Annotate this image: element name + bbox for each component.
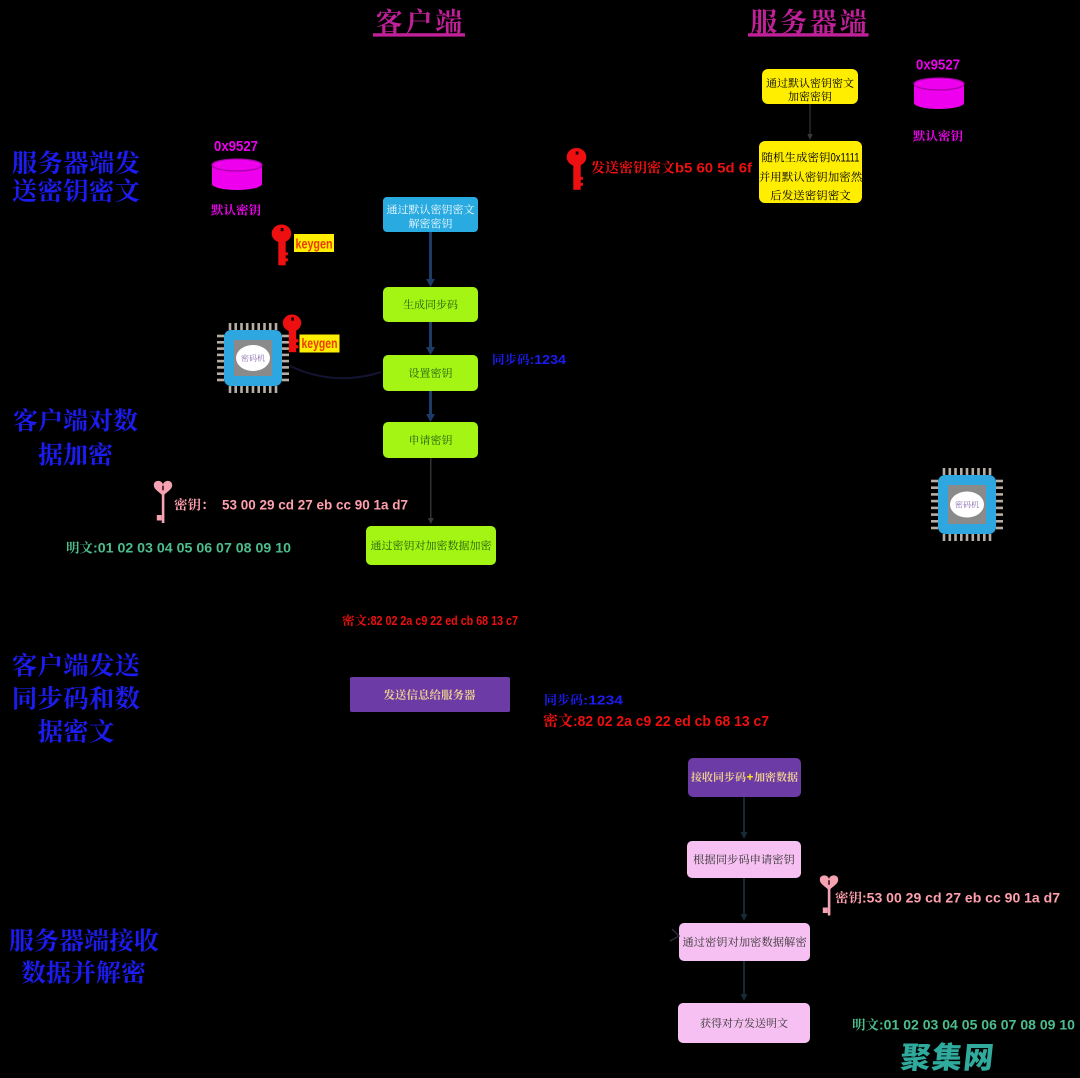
svg-text:+: + [746,770,753,784]
svg-text::82 02 2a c9 22 ed cb 68 13 c7: :82 02 2a c9 22 ed cb 68 13 c7 [367,614,518,628]
svg-text:53 00 29 cd 27 eb cc 90 1a d7: 53 00 29 cd 27 eb cc 90 1a d7 [222,498,408,513]
svg-text::53 00 29 cd 27 eb cc 90 1a d7: :53 00 29 cd 27 eb cc 90 1a d7 [862,891,1060,906]
svg-text:keygen: keygen [302,336,338,351]
svg-text:0x9527: 0x9527 [916,57,960,74]
svg-text::01 02 03 04 05 06 07 08 09 10: :01 02 03 04 05 06 07 08 09 10 [879,1018,1075,1033]
svg-text::1234: :1234 [530,353,567,367]
svg-text:0x9527: 0x9527 [214,138,258,155]
svg-text:keygen: keygen [296,236,333,252]
svg-text:0x1111: 0x1111 [831,153,860,165]
svg-text::01 02 03 04 05 06 07 08 09 10: :01 02 03 04 05 06 07 08 09 10 [93,541,291,556]
svg-text::82 02 2a c9 22 ed cb 68 13 c7: :82 02 2a c9 22 ed cb 68 13 c7 [573,713,769,730]
svg-text::1234: :1234 [583,693,624,708]
svg-text:b5 60 5d 6f: b5 60 5d 6f [675,160,752,176]
